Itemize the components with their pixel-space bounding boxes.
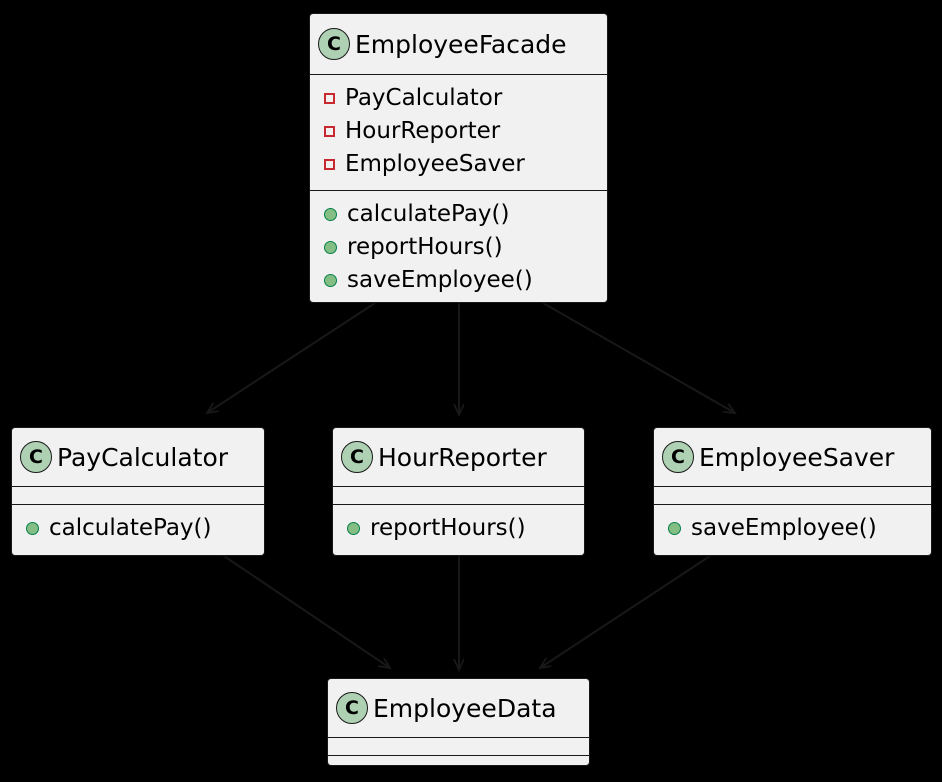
methods-compartment-hour-reporter: reportHours() bbox=[333, 504, 584, 555]
class-name: EmployeeData bbox=[373, 693, 557, 723]
class-box-hour-reporter[interactable]: C HourReporter reportHours() bbox=[332, 427, 585, 556]
field-row[interactable]: HourReporter bbox=[324, 115, 597, 148]
field-row[interactable]: PayCalculator bbox=[324, 82, 597, 115]
class-icon: C bbox=[341, 441, 373, 473]
method-label: saveEmployee() bbox=[691, 515, 877, 541]
private-field-icon bbox=[324, 126, 335, 137]
public-method-icon bbox=[347, 522, 360, 535]
public-method-icon bbox=[324, 274, 337, 287]
edge-facade-to-employeesaver bbox=[542, 302, 735, 413]
method-row[interactable]: reportHours() bbox=[347, 512, 574, 545]
field-row[interactable]: EmployeeSaver bbox=[324, 148, 597, 181]
method-label: calculatePay() bbox=[347, 201, 510, 227]
public-method-icon bbox=[26, 522, 39, 535]
private-field-icon bbox=[324, 159, 335, 170]
class-icon: C bbox=[318, 28, 350, 60]
public-method-icon bbox=[324, 241, 337, 254]
method-row[interactable]: saveEmployee() bbox=[324, 264, 597, 297]
method-label: reportHours() bbox=[370, 515, 526, 541]
class-name: EmployeeSaver bbox=[699, 442, 895, 472]
class-box-pay-calculator[interactable]: C PayCalculator calculatePay() bbox=[11, 427, 265, 556]
class-name: PayCalculator bbox=[57, 442, 229, 472]
methods-compartment-employee-saver: saveEmployee() bbox=[654, 504, 931, 555]
class-header-employee-saver: C EmployeeSaver bbox=[654, 428, 931, 486]
method-label: reportHours() bbox=[347, 234, 503, 260]
fields-compartment-employee-facade: PayCalculator HourReporter EmployeeSaver bbox=[310, 74, 607, 190]
method-row[interactable]: calculatePay() bbox=[324, 198, 597, 231]
class-icon: C bbox=[662, 441, 694, 473]
class-box-employee-data[interactable]: C EmployeeData bbox=[327, 678, 590, 766]
fields-compartment-employee-data bbox=[328, 737, 589, 755]
class-box-employee-saver[interactable]: C EmployeeSaver saveEmployee() bbox=[653, 427, 932, 556]
method-label: calculatePay() bbox=[49, 515, 212, 541]
class-header-hour-reporter: C HourReporter bbox=[333, 428, 584, 486]
class-header-employee-facade: C EmployeeFacade bbox=[310, 14, 607, 74]
class-box-employee-facade[interactable]: C EmployeeFacade PayCalculator HourRepor… bbox=[309, 13, 608, 303]
private-field-icon bbox=[324, 93, 335, 104]
class-icon: C bbox=[336, 692, 368, 724]
fields-compartment-pay-calculator bbox=[12, 486, 264, 504]
method-label: saveEmployee() bbox=[347, 267, 533, 293]
edge-facade-to-paycalculator bbox=[207, 302, 376, 413]
class-header-pay-calculator: C PayCalculator bbox=[12, 428, 264, 486]
public-method-icon bbox=[324, 208, 337, 221]
field-label: HourReporter bbox=[345, 118, 501, 144]
methods-compartment-employee-facade: calculatePay() reportHours() saveEmploye… bbox=[310, 190, 607, 302]
method-row[interactable]: calculatePay() bbox=[26, 512, 254, 545]
edge-paycalculator-to-employeedata bbox=[223, 555, 390, 668]
method-row[interactable]: saveEmployee() bbox=[668, 512, 921, 545]
class-name: HourReporter bbox=[378, 442, 547, 472]
fields-compartment-employee-saver bbox=[654, 486, 931, 504]
class-icon: C bbox=[20, 441, 52, 473]
methods-compartment-pay-calculator: calculatePay() bbox=[12, 504, 264, 555]
field-label: PayCalculator bbox=[345, 85, 503, 111]
class-header-employee-data: C EmployeeData bbox=[328, 679, 589, 737]
fields-compartment-hour-reporter bbox=[333, 486, 584, 504]
method-row[interactable]: reportHours() bbox=[324, 231, 597, 264]
class-name: EmployeeFacade bbox=[355, 29, 567, 59]
methods-compartment-employee-data bbox=[328, 755, 589, 773]
edge-employeesaver-to-employeedata bbox=[540, 555, 711, 668]
public-method-icon bbox=[668, 522, 681, 535]
field-label: EmployeeSaver bbox=[345, 151, 525, 177]
